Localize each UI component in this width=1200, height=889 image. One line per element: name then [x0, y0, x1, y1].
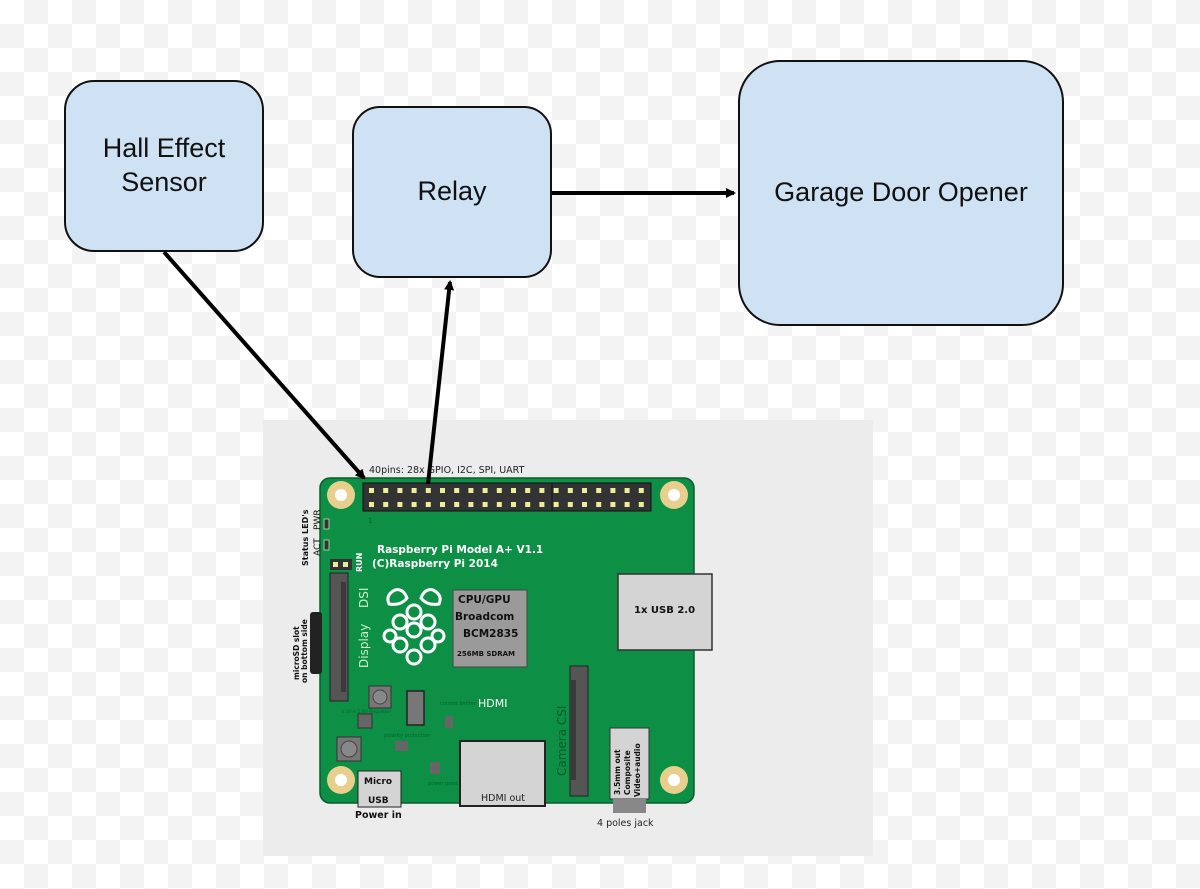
- mount-hole-icon: [327, 481, 355, 509]
- power-good-label: power good: [428, 781, 458, 787]
- usb-label: 1x USB 2.0: [634, 605, 695, 616]
- usb-port[interactable]: [617, 573, 713, 651]
- mount-hole-icon: [660, 766, 688, 794]
- hdmi-out-label: HDMI out: [481, 793, 525, 804]
- gpio-pin: [369, 502, 374, 507]
- mount-hole-icon: [660, 481, 688, 509]
- gpio-pin: [482, 488, 488, 493]
- pwr-label: PWR: [313, 509, 323, 530]
- micro-usb-port[interactable]: [357, 770, 402, 808]
- microsd-slot: [310, 612, 322, 674]
- gpio-pin: [411, 502, 417, 507]
- regulator-label: 3.3V & 1.8V Regulator: [341, 709, 391, 715]
- gpio-pin: [582, 502, 587, 507]
- pin1-label: 1: [368, 517, 372, 525]
- audio-label-line2: Composite: [623, 750, 632, 795]
- polarity-protection-label: polarity protection: [384, 733, 430, 739]
- gpio-pin: [383, 502, 389, 507]
- gpio-pin: [411, 488, 417, 493]
- diode-component: [406, 690, 425, 726]
- gpio-pin: [383, 488, 389, 493]
- cpu-label-line3: BCM2835: [463, 628, 518, 640]
- relay-node[interactable]: Relay: [352, 106, 552, 278]
- gpio-pin: [511, 502, 516, 507]
- micro-usb-line2: USB: [368, 796, 389, 806]
- gpio-pin: [539, 488, 545, 493]
- gpio-pin: [596, 502, 602, 507]
- dsi-label: DSI: [357, 588, 371, 608]
- gpio-pin: [525, 502, 531, 507]
- gpio-header[interactable]: [362, 482, 652, 512]
- gpio-pin: [638, 488, 644, 493]
- gpio-pin: [624, 488, 630, 493]
- cpu-label-line1: CPU/GPU: [458, 594, 511, 606]
- gpio-pin: [567, 488, 573, 493]
- gpio-pin: [440, 502, 445, 507]
- gpio-pin: [582, 488, 587, 493]
- gpio-pin: [482, 502, 488, 507]
- gpio-pin: [397, 502, 403, 507]
- gpio-pin: [369, 488, 374, 493]
- audio-jack[interactable]: [609, 727, 650, 800]
- act-label: ACT: [313, 538, 323, 556]
- display-label: Display: [357, 624, 371, 668]
- gpio-pin: [553, 488, 559, 493]
- camera-csi-label: Camera CSI: [555, 706, 569, 776]
- microsd-label-line1: microSD slot: [292, 626, 301, 680]
- hdmi-port[interactable]: [459, 740, 546, 807]
- garage-door-opener-node[interactable]: Garage Door Opener: [738, 60, 1064, 326]
- gpio-pin: [511, 488, 516, 493]
- gpio-pin: [496, 502, 502, 507]
- gpio-pin: [610, 488, 616, 493]
- audio-label-line3: Video+audio: [633, 743, 642, 797]
- raspberry-pi-logo-icon: [382, 588, 446, 666]
- garage-door-opener-label: Garage Door Opener: [774, 177, 1028, 208]
- micro-usb-line1: Micro: [364, 777, 392, 787]
- relay-label: Relay: [417, 176, 487, 207]
- current-limiter-label: current limiter: [440, 701, 477, 707]
- gpio-pin: [539, 502, 545, 507]
- gpio-pin: [454, 488, 460, 493]
- mount-hole-icon: [327, 766, 355, 794]
- jack-label: 4 poles jack: [597, 818, 654, 829]
- gpio-pin: [624, 502, 630, 507]
- gpio-pin: [525, 488, 531, 493]
- cpu-label-line4: 256MB SDRAM: [457, 650, 515, 658]
- board-model-label: Raspberry Pi Model A+ V1.1: [377, 544, 543, 556]
- gpio-pin: [425, 502, 431, 507]
- hall-effect-sensor-label: Hall Effect Sensor: [102, 133, 226, 197]
- status-leds-label: Status LED's: [301, 509, 310, 566]
- microsd-label-line2: on bottom side: [300, 619, 309, 683]
- gpio-pin: [468, 488, 474, 493]
- board-copyright-label: (C)Raspberry Pi 2014: [372, 558, 498, 570]
- gpio-pin: [425, 488, 431, 493]
- arrow-gpio-to-relay: [426, 280, 455, 485]
- gpio-pin: [397, 488, 403, 493]
- audio-label-line1: 3.5mm out: [613, 749, 622, 795]
- cpu-label-line2: Broadcom: [455, 611, 514, 623]
- gpio-pin: [468, 502, 474, 507]
- cpu-chip: [452, 589, 528, 668]
- hall-effect-sensor-node[interactable]: Hall Effect Sensor: [64, 80, 264, 252]
- gpio-pin: [596, 488, 602, 493]
- gpio-pin: [496, 488, 502, 493]
- hdmi-label: HDMI: [478, 697, 507, 710]
- gpio-label: 40pins: 28x GPIO, I2C, SPI, UART: [369, 465, 525, 476]
- arrow-sensor-to-gpio: [162, 250, 366, 480]
- regulator-chip: [357, 713, 373, 729]
- gpio-pin: [553, 502, 559, 507]
- run-label: RUN: [355, 553, 364, 572]
- gpio-pin: [454, 502, 460, 507]
- gpio-pin: [638, 502, 644, 507]
- pwr-led-icon: [323, 518, 330, 530]
- power-in-label: Power in: [355, 810, 402, 821]
- act-led-icon: [323, 539, 330, 551]
- gpio-pin: [567, 502, 573, 507]
- gpio-pin: [610, 502, 616, 507]
- gpio-pin: [440, 488, 445, 493]
- run-header: [330, 559, 352, 570]
